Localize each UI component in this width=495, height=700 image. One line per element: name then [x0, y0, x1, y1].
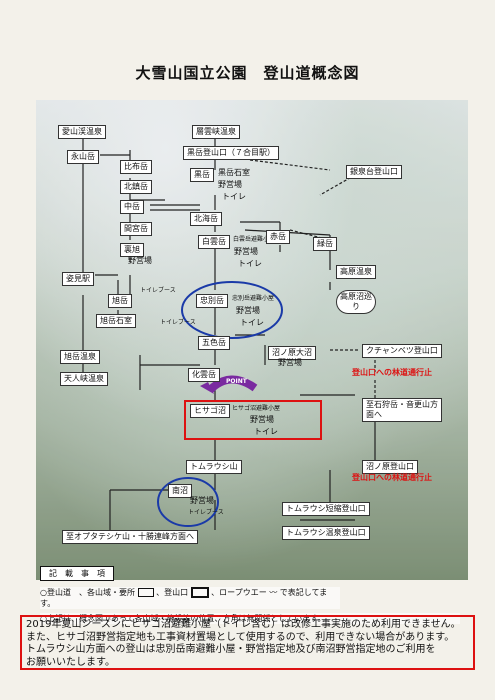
notice-line-1: 2019年夏山シーズンにヒサゴ沼避難小屋（トイレ含む）は改修工事実施のため利用で… — [26, 619, 461, 630]
label-chubetsu-hut: 忠別岳避難小屋 — [232, 295, 275, 302]
notice-line-2: また、ヒサゴ沼野営指定地も工事資材置場として使用するので、利用できない場合があり… — [26, 631, 455, 643]
legend-ropeway-icon: 〰 — [269, 588, 278, 597]
node-naka: 中岳 — [120, 200, 144, 214]
node-asahi-hut: 旭岳石室 — [96, 314, 136, 328]
node-asahi-onsen: 旭岳温泉 — [60, 350, 100, 364]
node-chubetsu: 忠別岳 — [196, 294, 228, 308]
node-kitachin: 北鎮岳 — [120, 180, 152, 194]
label-camp-numanodaira: 野営場 — [278, 358, 302, 367]
node-kuro-trail: 黒岳登山口（７合目駅） — [183, 146, 279, 160]
node-nagayama: 永山岳 — [67, 150, 99, 164]
label-camp-kuro: 野営場 — [218, 180, 242, 189]
node-minami-numa: 南沼 — [168, 484, 192, 498]
node-hisago: ヒサゴ沼 — [190, 404, 230, 418]
label-toilet-kuro: トイレ — [222, 192, 246, 201]
node-oputa: 至オプタテシケ山・十勝連峰方面へ — [62, 530, 198, 544]
label-camp-minami: 野営場 — [190, 496, 214, 505]
node-hokkai: 北海岳 — [190, 212, 222, 226]
node-numanodaira: 沼ノ原大沼 — [268, 346, 316, 360]
notice-line-4: お願いいたします。 — [26, 656, 115, 668]
legend-l2: ○上記は、概念図であって各山域・施設等の位置、方角は無関係としています。 — [40, 613, 460, 624]
node-kogen-loop: 高原沼巡り — [336, 290, 376, 314]
notice-line-3: トムラウシ山方面への登山は忠別岳南避難小屋・野営指定地及び南沼野営指定地のご利用… — [26, 644, 436, 655]
legend-l1d: で表記してます。 — [40, 588, 328, 608]
node-asahidake-stn: 姿見駅 — [62, 272, 94, 286]
label-camp-hisago: 野営場 — [250, 415, 274, 424]
node-akadake: 赤岳 — [266, 230, 290, 244]
point-label: POINT — [226, 378, 248, 385]
node-hirome: 比布岳 — [120, 160, 152, 174]
node-hakuun: 白雲岳 — [198, 235, 230, 249]
label-toilet-booth-minami: トイレブース — [188, 509, 224, 516]
legend-l1c: 、ロープウエー — [211, 588, 267, 597]
notice-box: 2019年夏山シーズンにヒサゴ沼避難小屋（トイレ含む）は改修工事実施のため利用で… — [20, 615, 475, 670]
label-hisago-hut: ヒサゴ沼避難小屋 — [232, 405, 281, 412]
label-camp-hakuun: 野営場 — [234, 247, 258, 256]
label-kuro-hut: 黒岳石室 — [218, 168, 250, 177]
node-goshiki: 五色岳 — [198, 336, 230, 350]
label-toilet-booth-asahi: トイレブース — [140, 287, 176, 294]
circle-minami-numa — [157, 477, 219, 527]
label-road-closed-1: 登山口への林道通行止 — [352, 368, 432, 377]
label-road-closed-2: 登山口への林道通行止 — [352, 473, 432, 482]
circle-chubetsu — [181, 281, 283, 339]
label-camp-chubetsu: 野営場 — [236, 306, 260, 315]
legend-l1b: 、登山口 — [156, 588, 189, 597]
node-mamiya: 間宮岳 — [120, 222, 152, 236]
legend-header: 記 載 事 項 — [40, 566, 114, 581]
label-camp-ura: 野営場 — [128, 256, 152, 265]
map-title: 大雪山国立公園 登山道概念図 — [135, 64, 360, 82]
node-kogen-onsen: 高原温泉 — [336, 265, 376, 279]
node-midori: 緑岳 — [313, 237, 337, 251]
legend-l1a: ○登山道 、各山域・要所 — [40, 588, 135, 597]
legend-double-square-icon — [190, 587, 209, 598]
legend-square-icon — [137, 588, 154, 597]
node-kaun: 化雲岳 — [188, 368, 220, 382]
node-kuro: 黒岳 — [190, 168, 214, 182]
legend: 記 載 事 項 ○登山道 、各山域・要所 、登山口 、ロープウエー 〰 で表記し… — [40, 566, 460, 624]
node-numanodaira-trail: 沼ノ原登山口 — [362, 460, 418, 474]
node-tenninkyo: 天人峡温泉 — [60, 372, 108, 386]
node-ginsen: 銀泉台登山口 — [346, 165, 402, 179]
label-toilet-hakuun: トイレ — [238, 259, 262, 268]
label-toilet-booth-hut: トイレブース — [160, 319, 196, 326]
node-ishikari: 至石狩岳・音更山方面へ — [362, 398, 442, 422]
node-ura-asahi: 裏旭 — [120, 243, 144, 257]
node-aizan: 愛山渓温泉 — [58, 125, 106, 139]
node-tomuraushi: トムラウシ山 — [186, 460, 242, 474]
hisago-highlight-box — [184, 400, 322, 440]
node-sounkyo: 層雲峡温泉 — [192, 125, 240, 139]
node-tomu-tanshuku: トムラウシ短縮登山口 — [282, 502, 370, 516]
point-banner — [207, 375, 258, 393]
node-asahidake: 旭岳 — [108, 294, 132, 308]
label-toilet-hisago: トイレ — [254, 427, 278, 436]
aerial-photo-background — [36, 100, 468, 580]
label-hakuun-hut: 白雲岳避難小屋 — [233, 236, 276, 243]
label-toilet-chubetsu: トイレ — [240, 318, 264, 327]
node-kuchanbetsu: クチャンベツ登山口 — [362, 344, 442, 358]
node-tomu-onsen: トムラウシ温泉登山口 — [282, 526, 370, 540]
